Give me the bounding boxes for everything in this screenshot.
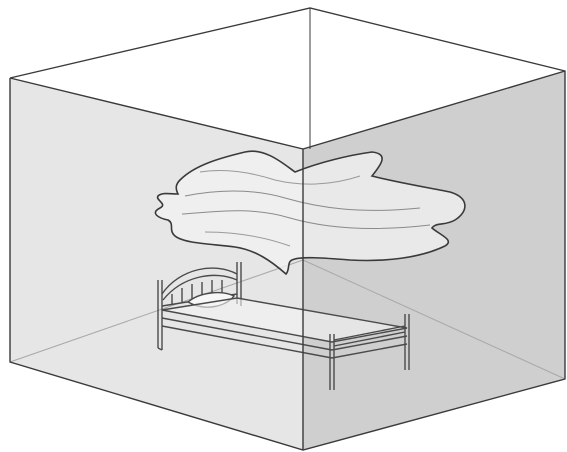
left-wall <box>10 78 303 450</box>
right-wall <box>303 71 565 450</box>
